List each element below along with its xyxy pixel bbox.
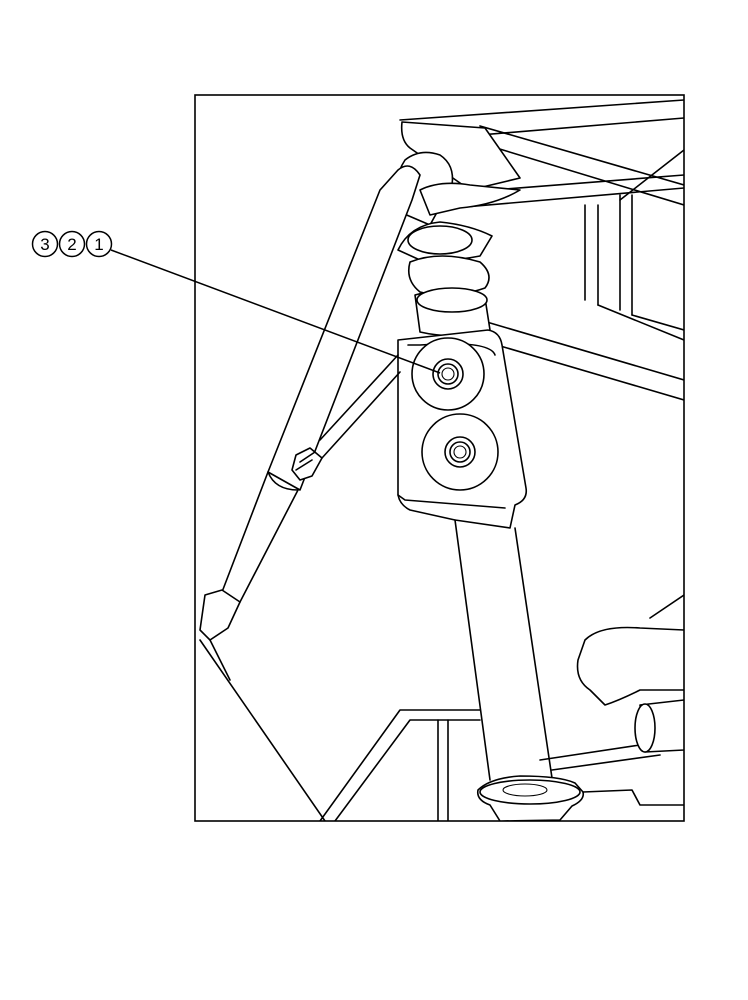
upper-bearing xyxy=(411,337,485,411)
callout-number: 3 xyxy=(40,235,49,254)
lower-bearing xyxy=(421,413,499,491)
leader-line xyxy=(110,249,441,374)
left-support-rod xyxy=(199,165,421,821)
callout-number: 1 xyxy=(94,235,103,254)
callout-balloon[interactable]: 1 xyxy=(85,230,113,258)
callout-number: 2 xyxy=(67,235,76,254)
hydraulic-tube xyxy=(291,354,401,481)
right-side-parts xyxy=(576,594,684,753)
callout-balloon[interactable]: 2 xyxy=(58,230,86,258)
mechanism-illustration xyxy=(199,99,684,821)
vertical-cylinder xyxy=(454,519,585,821)
swivel-bearing-stack xyxy=(397,221,493,337)
callout-balloon[interactable]: 3 xyxy=(31,230,59,258)
callout-group: 3 2 1 xyxy=(31,230,441,374)
lower-frame xyxy=(319,709,684,821)
drawing-frame xyxy=(194,94,685,822)
upper-pivot-bracket xyxy=(393,121,521,226)
